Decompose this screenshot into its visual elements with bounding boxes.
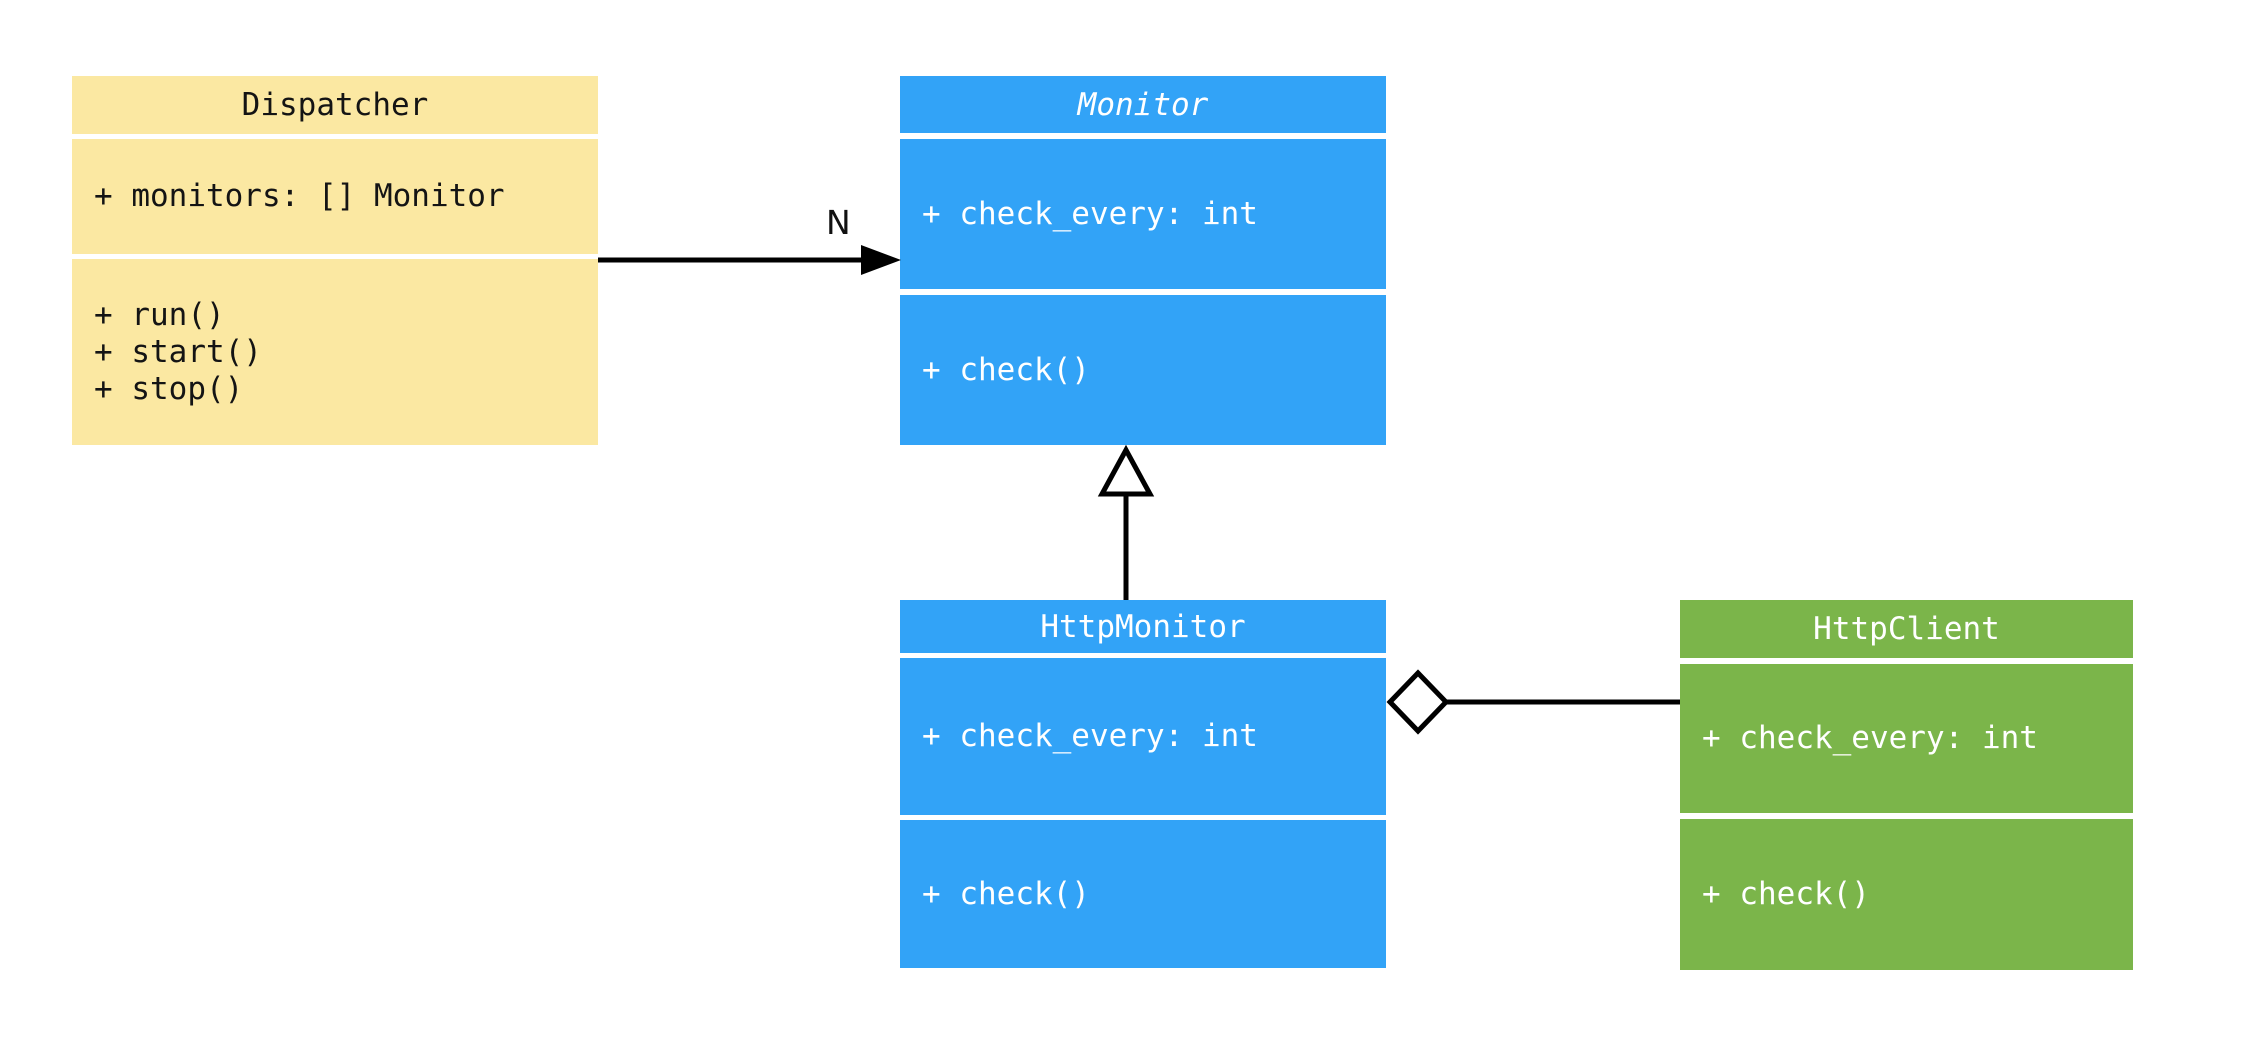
class-box-monitor: Monitor + check_every: int + check() (900, 76, 1386, 445)
class-title: Dispatcher (72, 76, 598, 134)
class-methods: + check() (1680, 819, 2133, 970)
class-methods: + check() (900, 295, 1386, 445)
method: + run() (94, 296, 225, 333)
method: + stop() (94, 370, 244, 407)
attribute: + check_every: int (922, 195, 1258, 232)
class-attributes: + check_every: int (900, 658, 1386, 815)
class-box-httpclient: HttpClient + check_every: int + check() (1680, 600, 2133, 970)
class-box-dispatcher: Dispatcher + monitors: [] Monitor + run(… (72, 76, 598, 445)
class-methods: + run() + start() + stop() (72, 259, 598, 445)
attribute: + check_every: int (922, 718, 1258, 754)
method: + check() (922, 351, 1090, 388)
class-attributes: + monitors: [] Monitor (72, 139, 598, 254)
association-arrowhead (861, 245, 901, 275)
inheritance-triangle (1097, 444, 1155, 497)
method: + start() (94, 333, 262, 370)
class-box-httpmonitor: HttpMonitor + check_every: int + check() (900, 600, 1386, 968)
class-attributes: + check_every: int (1680, 664, 2133, 813)
class-attributes: + check_every: int (900, 139, 1386, 289)
multiplicity-label: N (826, 203, 851, 242)
attribute: + check_every: int (1702, 720, 2038, 756)
class-title: HttpMonitor (900, 600, 1386, 653)
class-title: HttpClient (1680, 600, 2133, 658)
aggregation-diamond (1386, 669, 1450, 735)
class-methods: + check() (900, 820, 1386, 968)
method: + check() (1702, 876, 1870, 912)
method: + check() (922, 875, 1090, 912)
attribute: + monitors: [] Monitor (94, 178, 505, 214)
class-title: Monitor (900, 76, 1386, 133)
